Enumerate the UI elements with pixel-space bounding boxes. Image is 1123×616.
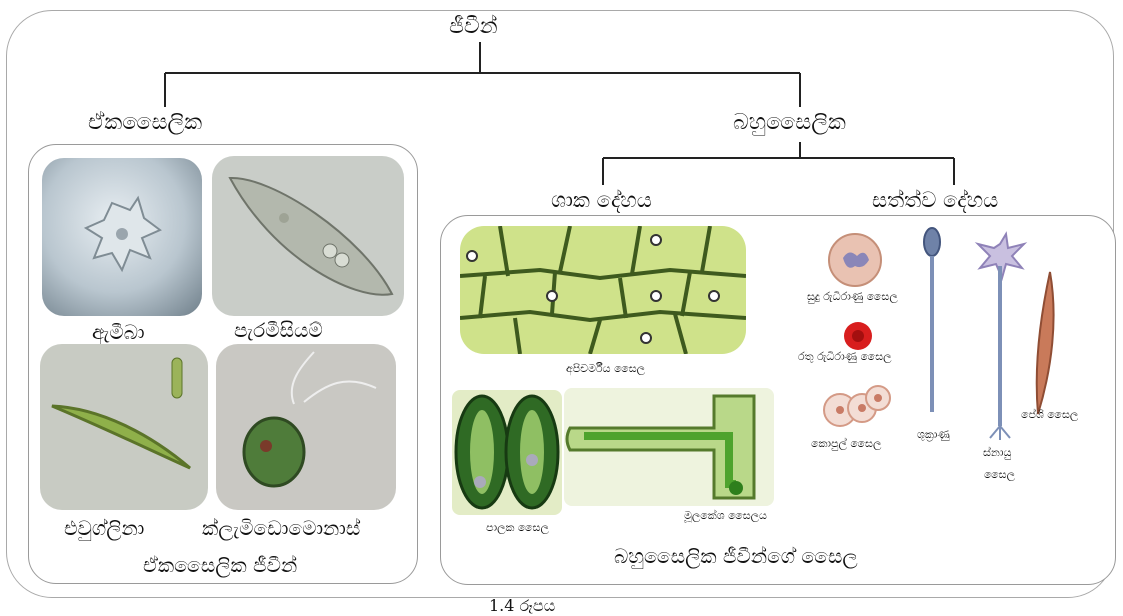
- root-label: ජීවීන්: [449, 14, 498, 39]
- figure-caption: 1.4 රූපය: [489, 596, 555, 616]
- amoeba-image: [42, 158, 202, 316]
- euglena-label: එවුග්ලිනා: [64, 516, 144, 540]
- paramecium-image: [212, 156, 404, 316]
- euglena-icon: [40, 344, 208, 510]
- sperm-cell-icon: [912, 222, 952, 422]
- guard-cells-icon: [452, 390, 562, 515]
- amoeba-icon: [42, 158, 202, 316]
- paramecium-icon: [212, 156, 404, 316]
- white-blood-cell-icon: [815, 224, 910, 294]
- root-hair-cell-image: [564, 388, 774, 506]
- chlamydomonas-label: ක්ලැමිඩොමොනාස්: [202, 516, 360, 540]
- guard-cells-image: [452, 390, 562, 515]
- nerve-cell-label-2: සෛල: [984, 468, 1015, 482]
- unicellular-panel-caption: ඒකසෛලික ජීවීන්: [143, 553, 297, 577]
- muscle-cell-icon: [1026, 268, 1066, 418]
- white-blood-cell-label: සුදු රුධිරාණු සෛල: [807, 290, 898, 304]
- muscle-cell-label: පේශි සෛල: [1021, 408, 1078, 422]
- epidermal-cells-image: [460, 226, 746, 354]
- multicellular-panel-caption: බහුසෛලික ජීවීන්ගේ සෛල: [614, 544, 858, 568]
- amoeba-label: ඇමීබා: [92, 320, 145, 344]
- red-blood-cell-label: රතු රුධිරාණු සෛල: [798, 350, 892, 364]
- epidermal-cells-label: අපිචර්මීය සෛල: [566, 362, 645, 376]
- plant-body-label: ශාක දේහය: [551, 188, 652, 213]
- sperm-cell-label: ශුක්‍රාණු: [917, 428, 950, 442]
- multicellular-label: බහුසෛලික: [733, 110, 846, 135]
- cheek-cells-label: කොපුල් සෛල: [811, 437, 881, 451]
- paramecium-label: පැරමීසියම්: [234, 318, 323, 342]
- chlamydomonas-icon: [216, 344, 396, 510]
- unicellular-label: ඒකසෛලික: [88, 110, 202, 135]
- root-hair-cell-label: මූලකේශ සෛලය: [684, 509, 767, 523]
- chlamydomonas-image: [216, 344, 396, 510]
- guard-cells-label: පාලක සෛල: [486, 521, 549, 535]
- euglena-image: [40, 344, 208, 510]
- cheek-cells-icon: [818, 380, 898, 440]
- epidermal-cells-icon: [460, 226, 746, 354]
- nerve-cell-label-1: ස්නායු: [983, 446, 1011, 460]
- animal-body-label: සත්ත්ව දේහය: [872, 188, 998, 213]
- root-hair-cell-icon: [564, 388, 774, 506]
